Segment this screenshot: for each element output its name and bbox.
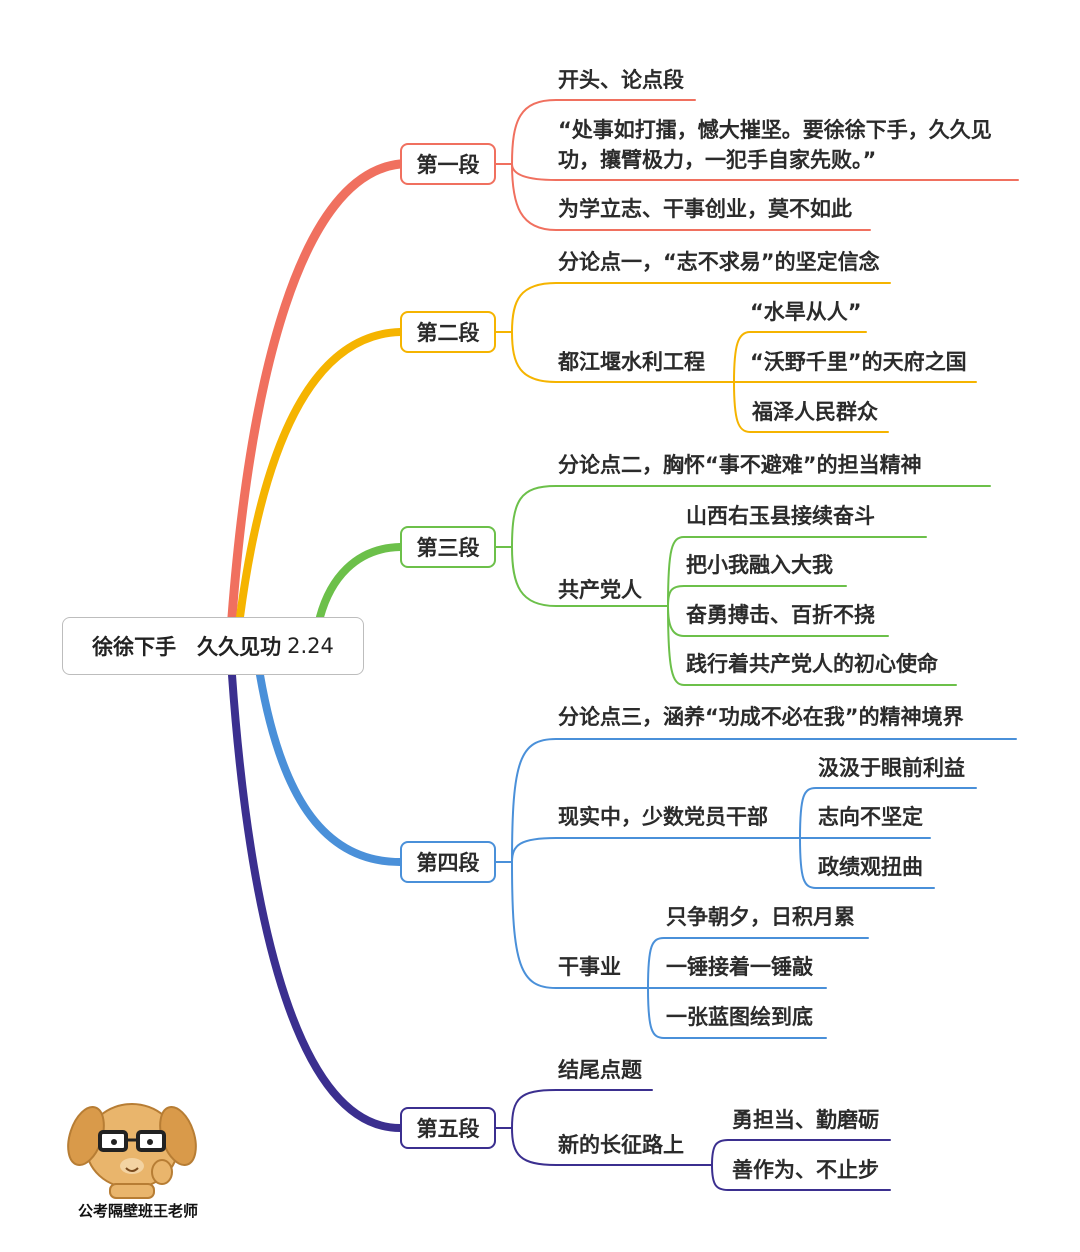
watermark-caption: 公考隔壁班王老师 bbox=[78, 1200, 198, 1221]
s3-sub-1[interactable]: 山西右玉县接续奋斗 bbox=[686, 502, 875, 530]
s3-sub-3[interactable]: 奋勇搏击、百折不挠 bbox=[686, 601, 875, 629]
cartoon-dog-with-glasses-icon bbox=[62, 1088, 202, 1200]
s5-sub-2[interactable]: 善作为、不止步 bbox=[732, 1156, 879, 1184]
s2-item-2[interactable]: 都江堰水利工程 bbox=[558, 348, 705, 376]
s2-sub-1[interactable]: “水旱从人” bbox=[750, 298, 862, 326]
s3-sub-2[interactable]: 把小我融入大我 bbox=[686, 551, 833, 579]
s2-item-1[interactable]: 分论点一，“志不求易”的坚定信念 bbox=[558, 248, 880, 276]
s4-sub-4[interactable]: 只争朝夕，日积月累 bbox=[666, 903, 855, 931]
s1-item-3[interactable]: 为学立志、干事创业，莫不如此 bbox=[558, 195, 852, 223]
root-topic[interactable]: 徐徐下手 久久见功 2.24 bbox=[62, 617, 364, 675]
s4-item-3[interactable]: 干事业 bbox=[558, 953, 621, 981]
s4-branch-2 bbox=[512, 838, 800, 862]
s5-sub-1[interactable]: 勇担当、勤磨砺 bbox=[732, 1106, 879, 1134]
s1-item-1[interactable]: 开头、论点段 bbox=[558, 66, 684, 94]
s5-item-2[interactable]: 新的长征路上 bbox=[558, 1131, 684, 1159]
trunk-curve-4 bbox=[260, 675, 400, 862]
section-label: 第二段 bbox=[417, 317, 480, 347]
s1-item-2[interactable]: “处事如打擂，憾大摧坚。要徐徐下手，久久见功，攘臂极力，一犯手自家先败。” bbox=[558, 115, 1018, 175]
section-node-5[interactable]: 第五段 bbox=[400, 1107, 496, 1149]
s2-sub-2[interactable]: “沃野千里”的天府之国 bbox=[750, 348, 967, 376]
s4-sub-6[interactable]: 一张蓝图绘到底 bbox=[666, 1003, 813, 1031]
watermark: 公考隔壁班王老师 bbox=[62, 1088, 222, 1204]
trunk-curve-3 bbox=[320, 547, 400, 617]
section-label: 第四段 bbox=[417, 847, 480, 877]
s5-item-1[interactable]: 结尾点题 bbox=[558, 1056, 642, 1084]
s4-sub-2[interactable]: 志向不坚定 bbox=[818, 803, 923, 831]
s2-sub-3[interactable]: 福泽人民群众 bbox=[752, 398, 878, 426]
s4-sub-3[interactable]: 政绩观扭曲 bbox=[818, 853, 923, 881]
s5-branch-1 bbox=[512, 1090, 652, 1128]
root-title: 徐徐下手 久久见功 bbox=[92, 631, 281, 661]
section-node-4[interactable]: 第四段 bbox=[400, 841, 496, 883]
section-label: 第三段 bbox=[417, 532, 480, 562]
s4-sub-5[interactable]: 一锤接着一锤敲 bbox=[666, 953, 813, 981]
section-node-3[interactable]: 第三段 bbox=[400, 526, 496, 568]
s4-item-2[interactable]: 现实中，少数党员干部 bbox=[558, 803, 768, 831]
s4-item-1[interactable]: 分论点三，涵养“功成不必在我”的精神境界 bbox=[558, 703, 964, 731]
s3-sub-4[interactable]: 践行着共产党人的初心使命 bbox=[686, 650, 938, 678]
s3-item-1[interactable]: 分论点二，胸怀“事不避难”的担当精神 bbox=[558, 451, 922, 479]
trunk-curve-5 bbox=[232, 675, 400, 1128]
section-label: 第五段 bbox=[417, 1113, 480, 1143]
section-label: 第一段 bbox=[417, 149, 480, 179]
s4-sub-1[interactable]: 汲汲于眼前利益 bbox=[818, 754, 965, 782]
s3-item-2[interactable]: 共产党人 bbox=[558, 576, 642, 604]
section-node-1[interactable]: 第一段 bbox=[400, 143, 496, 185]
root-date: 2.24 bbox=[287, 634, 334, 658]
section-node-2[interactable]: 第二段 bbox=[400, 311, 496, 353]
